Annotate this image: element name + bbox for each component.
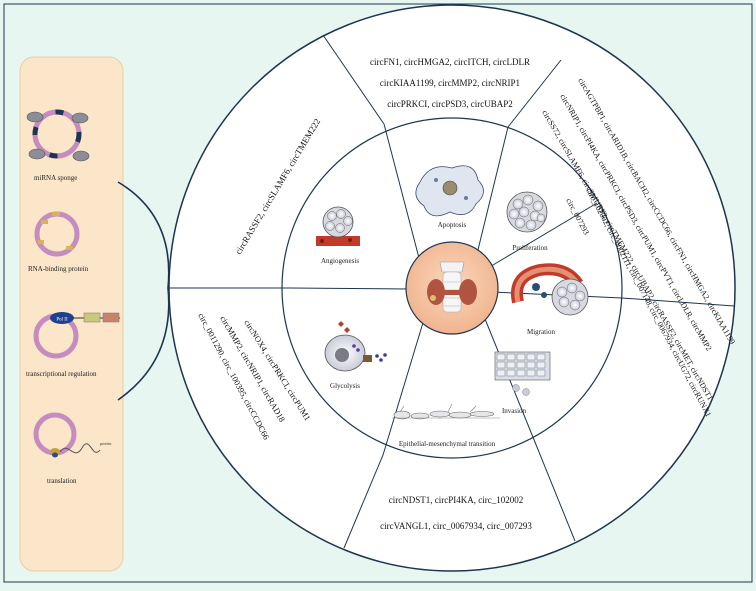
translation-icon: [33, 412, 101, 458]
hallmark-label-invasion: Invasion: [502, 407, 527, 415]
figure-border: [3, 3, 753, 583]
mechanism-label-mirna: miRNA sponge: [34, 174, 77, 182]
mechanism-panel: [19, 56, 124, 572]
mechanism-label-rbp: RNA-binding protein: [28, 265, 89, 273]
mechanism-label-translation: translation: [47, 477, 77, 485]
circrna-emt-line-1: circNDST1, circPI4KA, circ_102002: [389, 495, 523, 505]
hallmark-label-proliferation: Proliferation: [512, 244, 548, 252]
apoptotic-cell-icon: [415, 165, 484, 217]
hallmark-label-apoptosis: Apoptosis: [438, 221, 467, 229]
vessel-migration-icon: [511, 263, 589, 316]
circrna-emt-line-2: circVANGL1, circ_0067934, circ_007293: [380, 521, 532, 531]
hallmark-label-angiogenesis: Angiogenesis: [321, 257, 359, 265]
cell-cluster-icon: [506, 191, 548, 233]
pol-ii-tag: Pol II: [56, 318, 68, 323]
sector-dividers: [169, 34, 735, 549]
circrna-apoptosis-line-1: circFN1, circHMGA2, circITCH, circLDLR: [370, 57, 530, 67]
connector-bracket: [117, 181, 170, 401]
circrna-apoptosis-line-2: circKIAA1199, circMMP2, circNRIP1: [380, 78, 520, 88]
tissue-invasion-icon: [494, 351, 551, 396]
angiogenesis-icon: [316, 206, 360, 246]
rna-binding-protein-icon: [34, 211, 80, 257]
circrna-apoptosis-line-3: circPRKCI, circPSD3, circUBAP2: [387, 99, 513, 109]
hallmark-label-emt: Epithelial-mesenchymal transition: [399, 440, 496, 448]
hallmark-label-glycolysis: Glycolysis: [330, 382, 360, 390]
hallmark-label-migration: Migration: [527, 328, 555, 336]
thyroid-trachea-icon: [427, 261, 477, 313]
mechanism-label-transcription: transcriptional regulation: [26, 370, 97, 378]
transcriptional-regulation-icon: [33, 312, 120, 359]
emt-icon: [392, 403, 500, 420]
protein-tag: protein: [100, 441, 111, 446]
mirna-sponge-icon: [26, 109, 90, 162]
glycolysis-cell-icon: [324, 321, 387, 372]
